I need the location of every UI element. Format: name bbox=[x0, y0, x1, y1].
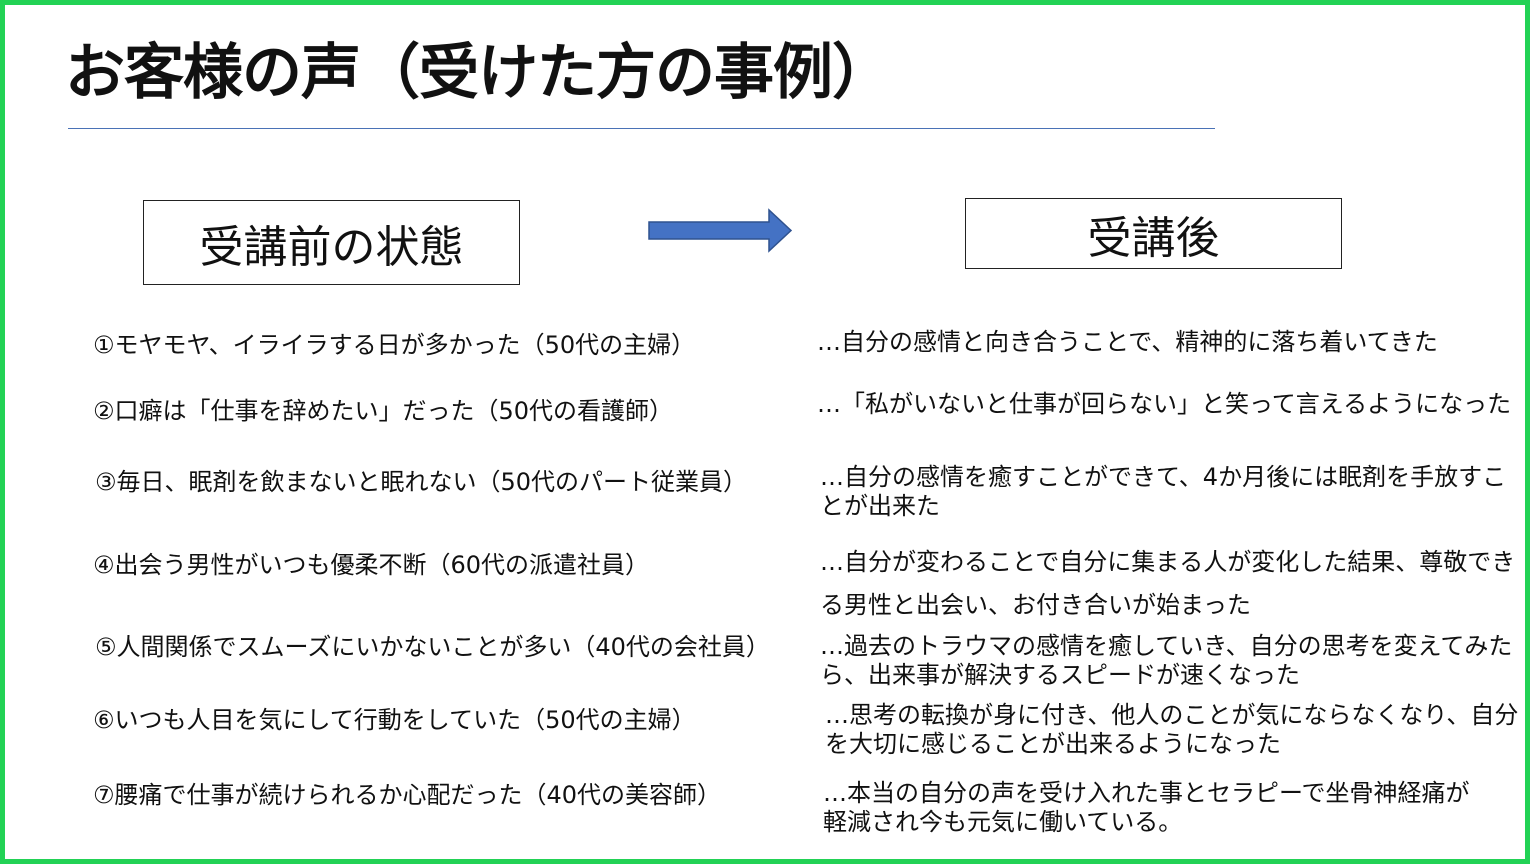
after-item-5: …過去のトラウマの感情を癒していき、自分の思考を変えてみたら、出来事が解決するス… bbox=[820, 632, 1513, 689]
right-arrow-icon bbox=[648, 208, 793, 253]
before-item-7: ⑦腰痛で仕事が続けられるか心配だった（40代の美容師） bbox=[93, 781, 722, 809]
after-header-box: 受講後 bbox=[965, 198, 1342, 269]
after-item-6: …思考の転換が身に付き、他人のことが気にならなくなり、自分を大切に感じることが出… bbox=[825, 701, 1519, 758]
page-title: お客様の声（受けた方の事例） bbox=[65, 38, 892, 108]
title-underline bbox=[68, 128, 1215, 129]
before-item-2: ②口癖は「仕事を辞めたい」だった（50代の看護師） bbox=[93, 397, 674, 425]
before-item-1: ①モヤモヤ、イライラする日が多かった（50代の主婦） bbox=[93, 331, 696, 359]
after-item-4: …自分が変わることで自分に集まる人が変化した結果、尊敬できる男性と出会い、お付き… bbox=[820, 548, 1516, 619]
after-item-3: …自分の感情を癒すことができて、4か月後には眠剤を手放すことが出来た bbox=[820, 463, 1507, 520]
before-header-box: 受講前の状態 bbox=[143, 200, 520, 285]
after-header-label: 受講後 bbox=[1087, 212, 1220, 264]
before-item-4: ④出会う男性がいつも優柔不断（60代の派遣社員） bbox=[93, 551, 650, 579]
after-item-2: …「私がいないと仕事が回らない」と笑って言えるようになった bbox=[817, 390, 1512, 418]
after-item-1: …自分の感情と向き合うことで、精神的に落ち着いてきた bbox=[817, 328, 1438, 356]
before-header-label: 受講前の状態 bbox=[199, 221, 464, 273]
before-item-6: ⑥いつも人目を気にして行動をしていた（50代の主婦） bbox=[93, 706, 696, 734]
before-item-5: ⑤人間関係でスムーズにいかないことが多い（40代の会社員） bbox=[95, 633, 770, 661]
after-item-7: …本当の自分の声を受け入れた事とセラピーで坐骨神経痛が軽減され今も元気に働いてい… bbox=[823, 779, 1470, 836]
before-item-3: ③毎日、眠剤を飲まないと眠れない（50代のパート従業員） bbox=[95, 468, 748, 496]
